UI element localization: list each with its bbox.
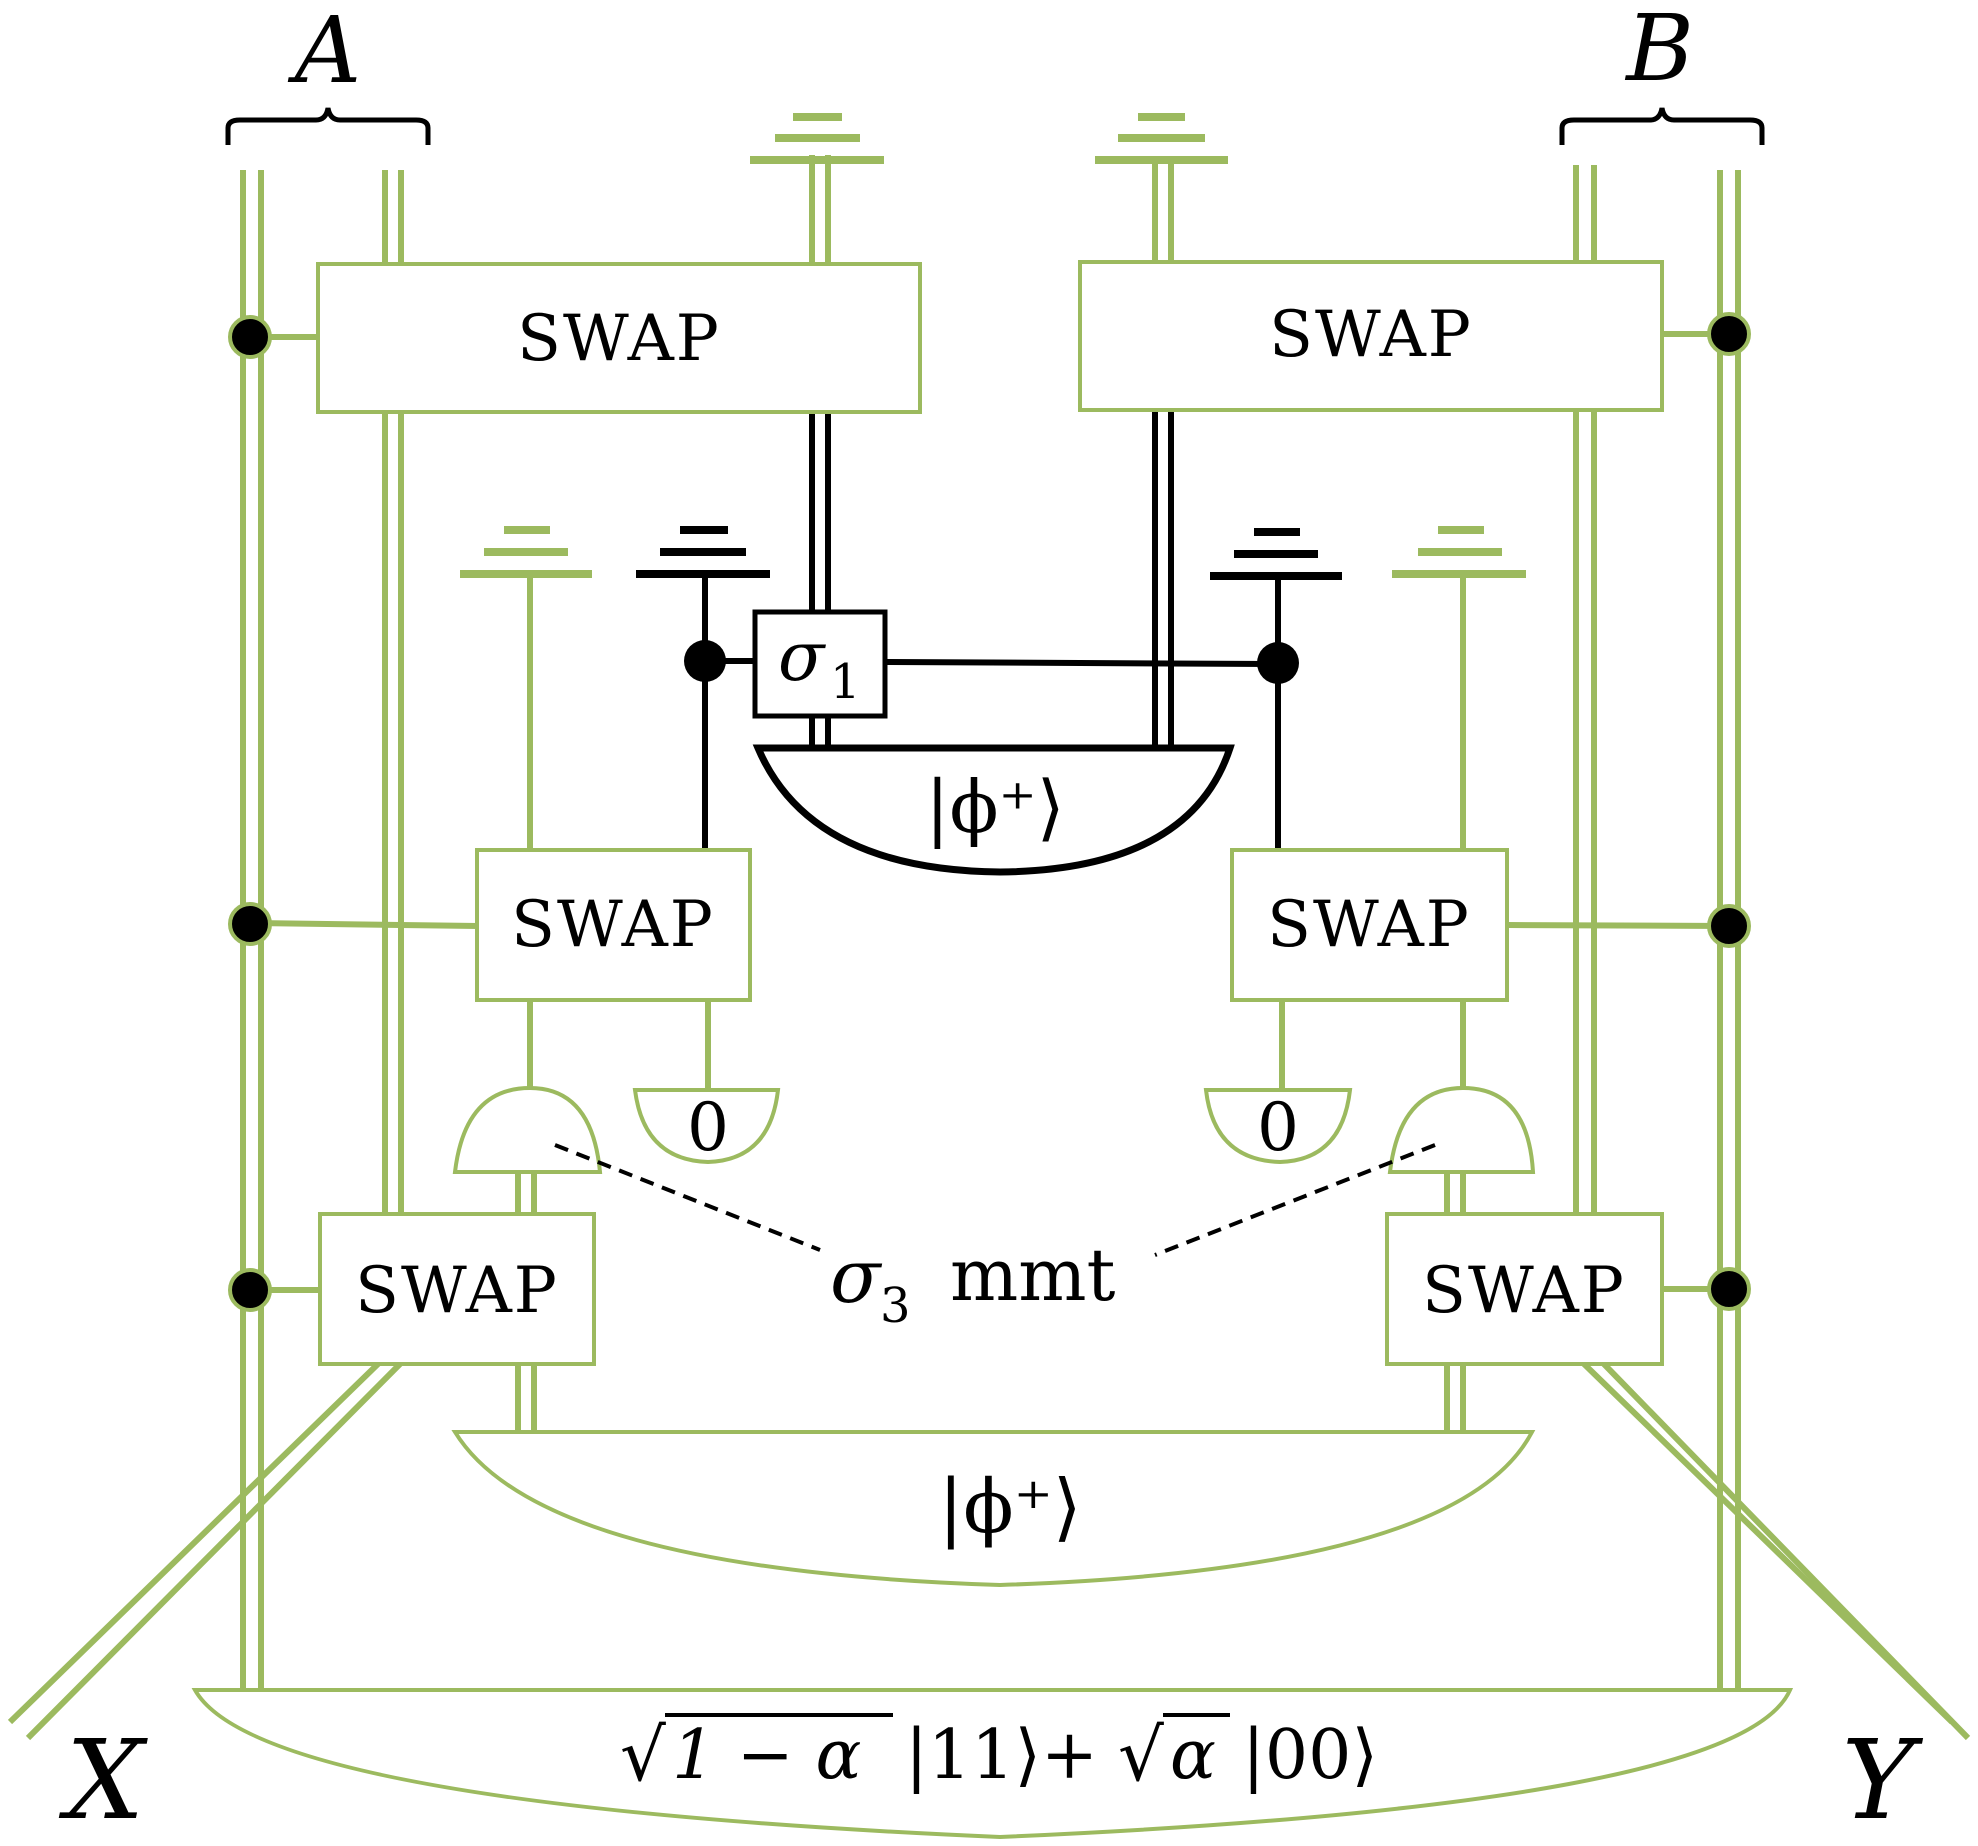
classical-wire-right (1210, 528, 1342, 850)
swap-label-top-left: SWAP (517, 302, 721, 376)
control-dot (1707, 1267, 1751, 1311)
mid-ground-right-green (1392, 526, 1526, 850)
brace-a (225, 107, 431, 145)
sigma1-box (752, 609, 888, 719)
top-ground-wire-right (1095, 113, 1228, 265)
output-wire-y (1579, 1359, 1971, 1741)
sigma1-label: σ (778, 618, 826, 697)
initial-entangled-state (191, 1688, 1794, 1840)
swap-label-bottom-right: SWAP (1422, 1254, 1626, 1328)
mmt-label: mmt (950, 1233, 1116, 1317)
wire-b1 (1573, 165, 1597, 1215)
phi-plus-state-green (451, 1430, 1536, 1588)
measurement-dome-right (1387, 1085, 1536, 1174)
control-dot (228, 1268, 272, 1312)
state-term-2: α (1170, 1716, 1216, 1795)
wire-mid-right-lower (1279, 1000, 1466, 1432)
state-ket-11: |11⟩+ (905, 1716, 1098, 1795)
sigma3-pointer-left (554, 1143, 821, 1252)
phi-plus-state-black (752, 744, 1235, 876)
control-dot (228, 315, 272, 359)
swap-box-mid-right (1230, 848, 1509, 1002)
classical-control-dot (1257, 642, 1299, 684)
initial-state-label: √ 1 − α |11⟩+ √ α |00⟩ (620, 1713, 1378, 1797)
wire-mid-left-lower (515, 1000, 711, 1432)
mid-ground-left-green (460, 526, 592, 850)
sigma1-subscript: 1 (830, 654, 861, 710)
control-dot (228, 902, 272, 946)
swap-box-bottom-left (318, 1212, 596, 1366)
zero-state-left (632, 1088, 781, 1165)
classical-control-dot (684, 640, 726, 682)
label-x: X (58, 1716, 148, 1844)
zero-state-right (1203, 1088, 1353, 1165)
sqrt-symbol-1: √ (620, 1713, 666, 1797)
measurement-dome-left (452, 1085, 603, 1174)
swap-label-mid-right: SWAP (1267, 888, 1471, 962)
swap-box-mid-left (475, 848, 752, 1002)
top-ground-wire-left (750, 113, 884, 265)
brace-b (1559, 107, 1765, 145)
zero-label-left: 0 (687, 1089, 729, 1166)
label-a: A (287, 0, 361, 104)
control-dot (1707, 312, 1751, 356)
sigma3-pointer-right (1154, 1143, 1436, 1257)
swap-box-top-right (1078, 260, 1664, 412)
sqrt-symbol-2: √ (1118, 1713, 1164, 1797)
sigma3-label: σ (830, 1234, 883, 1320)
phi-plus-label-black: |ϕ⁺⟩ (925, 765, 1064, 849)
zero-label-right: 0 (1257, 1089, 1299, 1166)
swap-label-bottom-left: SWAP (355, 1254, 559, 1328)
swap-label-top-right: SWAP (1269, 298, 1473, 372)
phi-plus-label-green: |ϕ⁺⟩ (938, 1464, 1081, 1550)
control-dot (1707, 904, 1751, 948)
wire-a2 (382, 170, 404, 1215)
sigma3-subscript: 3 (880, 1278, 911, 1334)
label-y: Y (1842, 1716, 1924, 1844)
swap-label-mid-left: SWAP (511, 888, 715, 962)
label-b: B (1624, 0, 1694, 102)
state-term-1: 1 − α (672, 1716, 861, 1795)
swap-box-bottom-right (1385, 1212, 1664, 1366)
classical-wire-left (636, 526, 770, 850)
output-wire-x (7, 1359, 405, 1741)
swap-box-top-left (316, 262, 922, 414)
state-ket-00: |00⟩ (1242, 1716, 1378, 1795)
classical-double-wire-right (1152, 410, 1174, 748)
